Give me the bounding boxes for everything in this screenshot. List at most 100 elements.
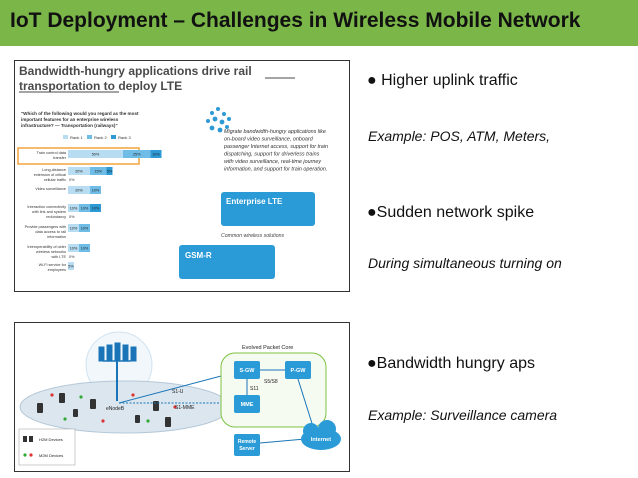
row-label: Wi-Fi service for: [39, 263, 67, 267]
row-label: cellular traffic: [44, 178, 66, 182]
gsm-r-label: GSM-R: [185, 251, 212, 260]
example-uplink: Example: POS, ATM, Meters,: [368, 128, 551, 144]
bar-value: 10%: [70, 247, 78, 251]
legend-label: Rank 2: [94, 135, 107, 140]
s1u-link: [118, 370, 241, 404]
small-value: 0%: [69, 255, 75, 259]
internet-cloud-icon: [301, 420, 341, 450]
survey-legend: Rank 1 Rank 2 Rank 3: [63, 135, 131, 140]
bar-value: 5%: [68, 265, 74, 269]
mme-box: [234, 395, 260, 413]
row-bar: [79, 244, 90, 252]
gsm-r-box: [179, 245, 275, 279]
bar-value: 10%: [92, 189, 100, 193]
example-bandwidth: Example: Surveillance camera: [368, 407, 558, 423]
survey-description: Migrate bandwidth-hungry applications li…: [223, 129, 328, 173]
m2m-legend-dot: [23, 453, 27, 457]
row-bar: [68, 224, 79, 232]
row-label: Interoperability of older: [27, 245, 66, 249]
row-label: transfer: [53, 156, 67, 160]
survey-figure: Bandwidth-hungry applications drive rail…: [14, 60, 350, 292]
example-spike: During simultaneous turning on: [368, 255, 562, 271]
s5s8-label: S5/S8: [264, 379, 278, 385]
m2m-legend-label: M2M Devices: [39, 453, 63, 458]
row-label: extension of critical: [34, 173, 66, 177]
remote-server-label-2: Server: [239, 446, 255, 452]
row-bar: [68, 167, 90, 175]
cell-area: [19, 380, 231, 434]
s1u-label: S1-U: [172, 389, 184, 395]
bar-value: 20%: [75, 170, 83, 174]
pgw-box: [285, 361, 311, 379]
row-label: with LTE: [52, 255, 67, 259]
bar-value: 10%: [70, 207, 78, 211]
h2m-legend-icon: [23, 436, 27, 442]
remote-server-label-1: Remote: [238, 439, 257, 445]
row-label: data access to rail: [35, 230, 66, 234]
bullet-bandwidth-apps: ●Bandwidth hungry aps: [367, 355, 535, 372]
sgw-label: S-GW: [240, 368, 256, 374]
row-label: redundancy: [46, 215, 66, 219]
bar-value: 20%: [75, 189, 83, 193]
bar-value: 5%: [107, 170, 113, 174]
row-bar: [123, 150, 151, 158]
h2m-legend-icon-2: [29, 436, 33, 442]
server-internet-link: [259, 438, 306, 444]
legend-swatch: [111, 135, 116, 139]
bar-value: 25%: [133, 153, 141, 157]
survey-headline-2: transportation to deploy LTE: [19, 79, 182, 93]
row-bar: [150, 150, 162, 158]
survey-question-1: "Which of the following would you regard…: [21, 111, 139, 116]
row-label: wireless networks: [36, 250, 66, 254]
description-line: passenger Internet access, support for t…: [223, 144, 328, 150]
description-line: on-board video surveillance, onboard: [224, 137, 314, 143]
survey-figure-graphic: Bandwidth-hungry applications drive rail…: [17, 64, 328, 279]
internet-label: Internet: [311, 437, 331, 443]
row-bar: [90, 186, 101, 194]
remote-server-box: [234, 434, 260, 456]
row-bar: [68, 262, 74, 270]
bar-value: 10%: [70, 227, 78, 231]
survey-headline-1: Bandwidth-hungry applications drive rail: [19, 64, 252, 78]
bar-value: 15%: [94, 170, 102, 174]
bar-value: 10%: [152, 153, 160, 157]
survey-rows: Train control datatransfer50%25%10%Long-…: [25, 150, 162, 272]
bullet-uplink-traffic: ● Higher uplink traffic: [367, 72, 518, 89]
legend-label: Rank 3: [118, 135, 131, 140]
bar-value: 10%: [81, 227, 89, 231]
small-value: 0%: [69, 215, 75, 219]
bar-value: 10%: [81, 247, 89, 251]
row-label: Video surveillance: [35, 187, 66, 191]
network-figure: eNodeB S1-U S1-MME Evolved Packet Core S…: [14, 322, 350, 472]
slide-title: IoT Deployment – Challenges in Wireless …: [10, 9, 581, 32]
row-bar: [79, 204, 90, 212]
common-solutions-label: Common wireless solutions: [221, 233, 285, 239]
row-label: Long-distance: [42, 168, 66, 172]
row-bar: [68, 244, 79, 252]
epc-label: Evolved Packet Core: [242, 345, 293, 351]
legend-label: Rank 1: [70, 135, 83, 140]
row-label: Interaction connectivity: [27, 205, 66, 209]
description-line: with video surveillance, real-time journ…: [224, 159, 321, 165]
description-line: Migrate bandwidth-hungry applications li…: [224, 129, 326, 135]
row-bar: [106, 167, 113, 175]
pgw-label: P-GW: [291, 368, 307, 374]
small-value: 0%: [69, 178, 75, 182]
legend-swatch: [87, 135, 92, 139]
row-label: Provide passengers with: [25, 225, 66, 229]
description-line: information, and support for train opera…: [224, 167, 327, 173]
sgw-box: [234, 361, 260, 379]
enterprise-lte-box: [221, 192, 315, 226]
m2m-legend-dot-2: [29, 453, 33, 457]
enodeb-label: eNodeB: [106, 406, 125, 412]
enterprise-lte-label: Enterprise LTE: [226, 197, 283, 206]
legend-swatch: [63, 135, 68, 139]
bar-value: 10%: [92, 207, 100, 211]
row-bar: [79, 224, 90, 232]
description-line: dispatching, support for driverless trai…: [224, 152, 320, 158]
row-bar: [90, 204, 101, 212]
row-label: with link and system: [32, 210, 66, 214]
bar-value: 50%: [92, 153, 100, 157]
s1mme-label: S1-MME: [175, 405, 195, 411]
row-bar: [68, 204, 79, 212]
